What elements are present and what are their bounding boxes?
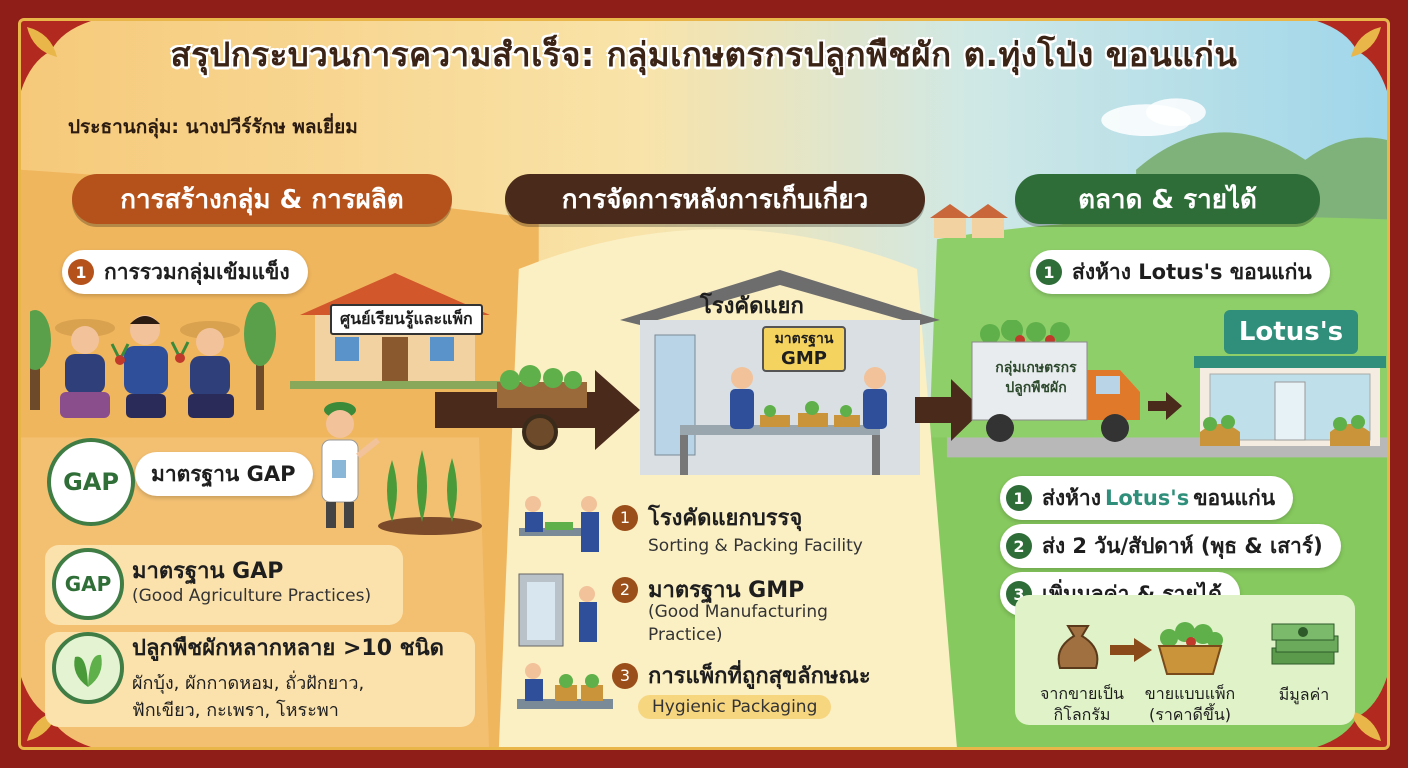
facility-label: โรงคัดแยก: [700, 294, 804, 319]
step-label: การรวมกลุ่มเข้มแข็ง: [104, 259, 290, 284]
post-harvest-item-1: 1 โรงคัดแยกบรรจุ: [612, 500, 802, 535]
value-money-label: มีมูลค่า: [1278, 685, 1330, 704]
gap-badge-icon: GAP: [47, 438, 135, 526]
flow-arrow-icon: [915, 379, 983, 441]
page-title: สรุปกระบวนการความสำเร็จ: กลุ่มเกษตรกรปลู…: [170, 35, 1238, 74]
farmers-group-illustration: [30, 302, 276, 418]
learning-center-sign: ศูนย์เรียนรู้และแพ็ก: [330, 304, 483, 335]
post-harvest-item-1-sub: Sorting & Packing Facility: [648, 536, 863, 556]
post-harvest-item-2: 2 มาตรฐาน GMP: [612, 572, 804, 607]
crop-variety-line-1: ผักบุ้ง, ผักกาดหอม, ถั่วฝักยาว,: [132, 673, 365, 694]
post-harvest-item-3: 3 การแพ็กที่ถูกสุขลักษณะ: [612, 658, 871, 693]
produce-sack-icon: [1057, 625, 1099, 669]
header: สรุปกระบวนการความสำเร็จ: กลุ่มเกษตรกรปลู…: [0, 28, 1408, 81]
packed-vegetable-basket-icon: [1157, 622, 1223, 675]
gap-detail-title: มาตรฐาน GAP: [132, 559, 284, 584]
village-houses-icon: [930, 204, 1008, 238]
truck-label: กลุ่มเกษตรกร ปลูกพืชผัก: [995, 360, 1077, 396]
gap-detail-subtitle: (Good Agriculture Practices): [132, 586, 372, 606]
delivery-truck-illustration: [971, 320, 1140, 442]
post-harvest-item-2-sub-1: (Good Manufacturing: [648, 602, 828, 622]
packing-worker-icon: [517, 663, 613, 709]
market-list-item-2: 2 ส่ง 2 วัน/สัปดาห์ (พุธ & เสาร์): [1000, 524, 1341, 568]
small-arrow-icon: [1148, 392, 1182, 420]
value-arrow-icon: [1110, 638, 1152, 662]
lotus-store-sign: Lotus's: [1224, 310, 1358, 354]
group-leader: ประธานกลุ่ม: นางปวีร์รักษ พลเยี่ยม: [68, 116, 358, 138]
leafy-vegetable-icon: [52, 632, 124, 704]
crop-variety-title: ปลูกพืชผักหลากหลาย >10 ชนิด: [132, 636, 444, 661]
money-stack-icon: [1271, 623, 1339, 665]
section-title-post-harvest: การจัดการหลังการเก็บเกี่ยว: [505, 174, 925, 224]
value-from-label: จากขายเป็น กิโลกรัม: [1040, 684, 1124, 724]
corner-ornament-icon: [21, 21, 91, 91]
lotus-store-building: [1194, 356, 1386, 446]
section-title-market: ตลาด & รายได้: [1015, 174, 1320, 224]
scientist-with-crops-illustration: [321, 402, 482, 535]
corner-ornament-icon: [1317, 677, 1387, 747]
market-step-1: 1 ส่งห้าง Lotus's ขอนแก่น: [1030, 250, 1330, 294]
crop-variety-line-2: ฟักเขียว, กะเพรา, โหระพา: [132, 700, 339, 721]
sorting-workers-icon: [519, 496, 599, 552]
section-title-production: การสร้างกลุ่ม & การผลิต: [72, 174, 452, 224]
gap-standard-label: มาตรฐาน GAP: [135, 452, 314, 496]
post-harvest-item-2-sub-2: Practice): [648, 625, 723, 645]
gmp-sign: มาตรฐาน GMP: [762, 326, 846, 372]
value-to-label: ขายแบบแพ็ก (ราคาดีขึ้น): [1144, 684, 1236, 724]
flow-arrow-icon: [435, 365, 640, 450]
post-harvest-item-3-sub: Hygienic Packaging: [638, 695, 832, 719]
production-step-1: 1 การรวมกลุ่มเข้มแข็ง: [62, 250, 308, 294]
market-list-item-1: 1 ส่งห้าง Lotus's ขอนแก่น: [1000, 476, 1294, 520]
gmp-door-worker-icon: [518, 573, 597, 647]
gap-badge-small-icon: GAP: [52, 548, 124, 620]
corner-ornament-icon: [1317, 21, 1387, 91]
step-number: 1: [68, 259, 94, 285]
